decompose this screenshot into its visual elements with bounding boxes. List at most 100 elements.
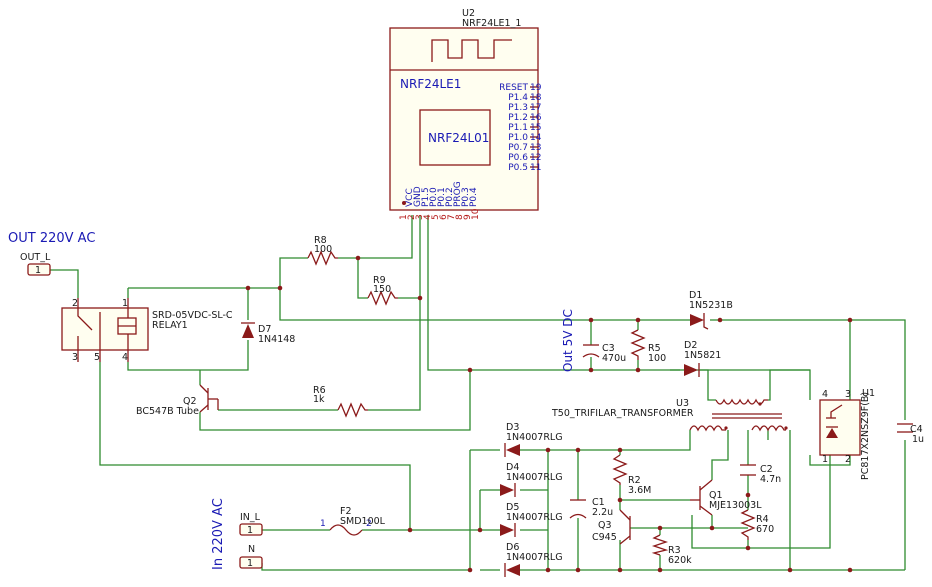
u2-pin-label: P1.5 [421, 187, 431, 207]
u2-pin-number: 6 [439, 214, 449, 220]
junction-dot [407, 527, 413, 533]
svg-text:1N4007RLG: 1N4007RLG [506, 432, 563, 443]
u2-pin-label: P1.2 [508, 113, 528, 123]
u2-pin-number: 19 [530, 83, 542, 93]
u2-ref: U2 [462, 8, 475, 19]
u2-pin-number: 18 [530, 93, 542, 103]
junction-dot [617, 447, 623, 453]
u2-pin-number: 10 [471, 208, 481, 220]
title-out-220v: OUT 220V AC [8, 231, 95, 246]
junction-dot [245, 285, 251, 291]
svg-text:C2: C2 [760, 464, 773, 475]
svg-text:1u: 1u [912, 434, 924, 445]
svg-text:R8: R8 [314, 235, 327, 246]
junction-dot [635, 317, 641, 323]
resistor-r4: R4 670 [740, 509, 774, 540]
svg-text:C945: C945 [592, 532, 617, 543]
svg-text:2: 2 [845, 454, 851, 465]
junction-dot [588, 317, 594, 323]
u2-pin-number: 17 [530, 103, 541, 113]
svg-text:D1: D1 [689, 290, 702, 301]
svg-text:U1: U1 [862, 388, 875, 399]
junction-dot [709, 525, 715, 531]
svg-text:OUT_L: OUT_L [20, 252, 51, 263]
junction-dot [617, 497, 623, 503]
diode-d5: D5 1N4007RLG [500, 502, 563, 537]
svg-text:1k: 1k [313, 394, 325, 405]
u2-pin-label: P1.3 [508, 103, 528, 113]
svg-text:100: 100 [648, 353, 666, 364]
svg-text:3: 3 [845, 389, 851, 400]
svg-text:MJE13003L: MJE13003L [709, 500, 762, 511]
svg-text:Q1: Q1 [709, 490, 723, 501]
svg-text:3.6M: 3.6M [628, 485, 651, 496]
u2-pin-label: P0.5 [508, 163, 528, 173]
junction-dot [847, 317, 853, 323]
u2-pin-number: 11 [530, 163, 541, 173]
svg-text:D4: D4 [506, 462, 519, 473]
svg-text:4: 4 [822, 389, 828, 400]
junction-dot [847, 567, 853, 573]
junction-dot [355, 255, 361, 261]
resistor-r9: R9 150 [367, 275, 398, 306]
diode-d7: D7 1N4148 [241, 322, 295, 345]
connector-n: N 1 [239, 544, 263, 569]
junction-dot [657, 567, 663, 573]
svg-text:5: 5 [94, 352, 100, 363]
junction-dot [477, 527, 483, 533]
junction-dot [745, 492, 751, 498]
svg-text:4: 4 [122, 352, 128, 363]
svg-text:R4: R4 [756, 514, 769, 525]
u2-chip: NRF24L01 [428, 131, 489, 145]
svg-text:470u: 470u [602, 353, 626, 364]
u2-pin-label: PROG [453, 181, 463, 207]
diode-d3: D3 1N4007RLG [504, 422, 563, 457]
diode-d6: D6 1N4007RLG [504, 542, 563, 577]
u2-pin-label: GND [413, 186, 423, 207]
svg-text:1: 1 [247, 525, 253, 536]
u2-pin-number: 13 [530, 143, 541, 153]
u2-pin-label: P0.3 [461, 187, 471, 207]
u2-pin-label: RESET [499, 83, 528, 93]
capacitor-c2: C2 4.7n [740, 464, 781, 485]
optocoupler-u1: 4 3 1 2 U1 PC817X2NSZ9F(B) [819, 388, 875, 480]
u2-value: NRF24LE1_1 [462, 18, 521, 29]
u2-pin-number: 3 [415, 214, 425, 220]
svg-text:1: 1 [35, 265, 41, 276]
relay1: 2 1 3 5 4 SRD-05VDC-SL-C RELAY1 [61, 298, 233, 363]
svg-text:2: 2 [366, 519, 372, 529]
resistor-r5: R5 100 [630, 329, 666, 364]
u2-pin-number: 14 [530, 133, 542, 143]
resistor-r2: R2 3.6M [612, 454, 651, 496]
svg-text:620k: 620k [668, 555, 692, 566]
transformer-u3: U3 T50_TRIFILAR_TRANSFORMER [551, 398, 788, 432]
svg-text:150: 150 [373, 284, 391, 295]
svg-text:1: 1 [122, 298, 128, 309]
svg-text:R9: R9 [373, 275, 386, 286]
svg-text:R2: R2 [628, 475, 641, 486]
svg-text:D3: D3 [506, 422, 519, 433]
svg-text:1: 1 [247, 558, 253, 569]
svg-text:N: N [248, 544, 255, 555]
transistor-q2: Q2 BC547B Tube [136, 384, 219, 417]
title-out-5v-dc: Out 5V DC [561, 309, 575, 372]
junction-dot [467, 567, 473, 573]
u2-bottom-pins: VCCGNDP1.5P0.0P0.1P0.2PROGP0.3P0.4123456… [399, 181, 481, 220]
u2-pin-label: P1.4 [508, 93, 528, 103]
svg-text:BC547B Tube: BC547B Tube [136, 406, 199, 417]
u2-pin-label: P0.7 [508, 143, 528, 153]
resistor-r3: R3 620k [651, 534, 692, 566]
svg-text:R6: R6 [313, 385, 326, 396]
svg-text:D2: D2 [684, 340, 697, 351]
u2-pin-label: P0.2 [445, 187, 455, 207]
capacitor-c3: C3 470u [582, 343, 626, 364]
svg-text:R5: R5 [648, 343, 661, 354]
relay-ref: RELAY1 [152, 320, 188, 331]
svg-text:SMD100L: SMD100L [340, 516, 386, 527]
svg-text:1N5821: 1N5821 [684, 350, 721, 361]
u2-pin-number: 15 [530, 123, 541, 133]
junction-dot [717, 317, 723, 323]
svg-text:Q3: Q3 [598, 520, 612, 531]
